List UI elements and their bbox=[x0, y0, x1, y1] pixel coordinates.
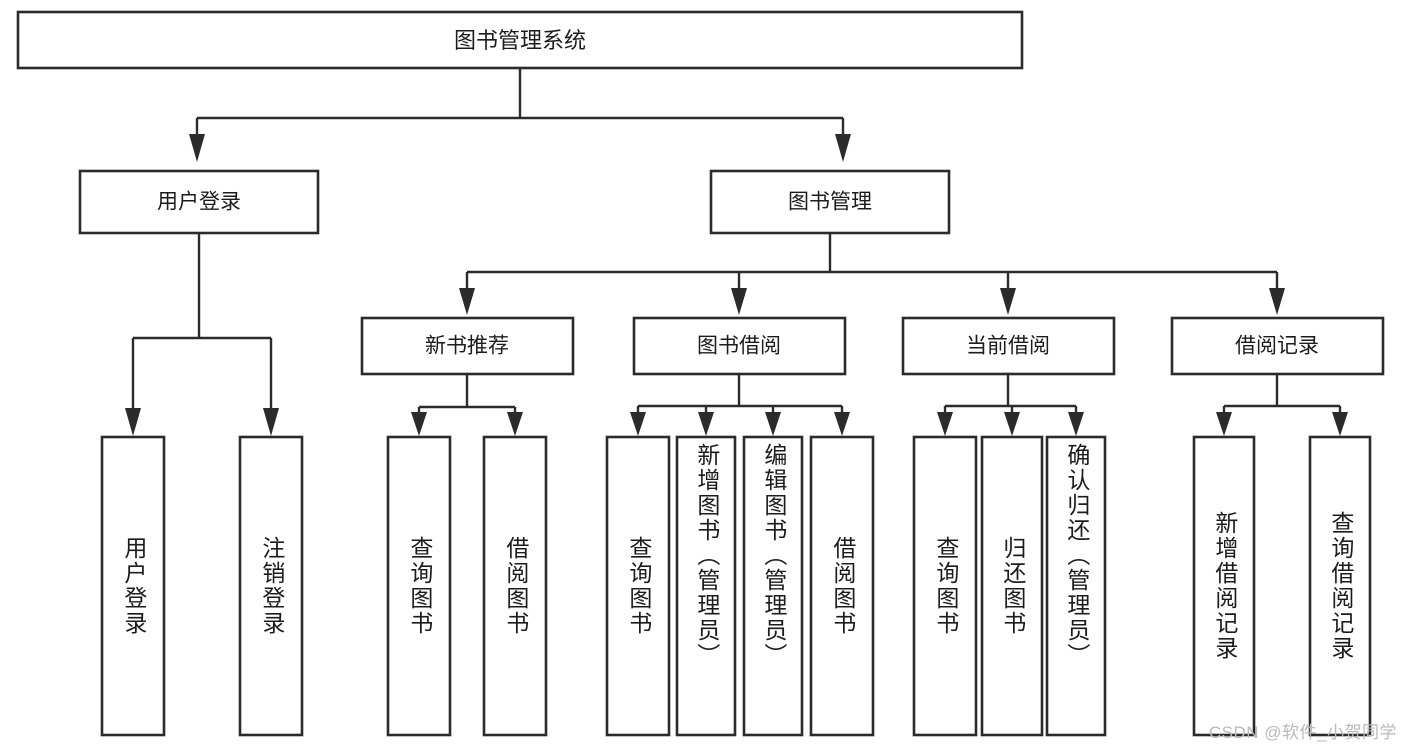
node-book-management-label: 图书管理 bbox=[788, 191, 872, 214]
arrow-head-icon bbox=[731, 288, 747, 315]
arrow-head-icon bbox=[835, 134, 851, 162]
node-borrow-record-label: 借阅记录 bbox=[1235, 335, 1319, 358]
node-current-borrow-box[interactable] bbox=[901, 316, 1116, 376]
leaf-box-borrow-record-2[interactable] bbox=[1308, 435, 1372, 737]
leaf-box-new-book-1[interactable] bbox=[386, 435, 452, 737]
node-current-borrow[interactable]: 当前借阅 bbox=[901, 316, 1116, 376]
arrow-head-icon bbox=[459, 288, 475, 315]
arrow-head-icon bbox=[834, 412, 850, 436]
arrow-head-icon bbox=[1000, 288, 1016, 315]
node-root-box[interactable] bbox=[16, 10, 1024, 70]
node-current-borrow-label: 当前借阅 bbox=[966, 335, 1050, 358]
leaf-box-current-borrow-1[interactable] bbox=[912, 435, 978, 737]
arrow-head-icon bbox=[507, 412, 523, 436]
connector-borrow-record-to-leaves bbox=[1216, 374, 1348, 436]
leaf-box-user-login-1[interactable] bbox=[100, 435, 166, 737]
leaf-box-current-borrow-2[interactable] bbox=[980, 435, 1044, 737]
arrow-head-icon bbox=[263, 408, 279, 436]
connector-book-borrow-to-leaves bbox=[630, 374, 850, 436]
node-root-label: 图书管理系统 bbox=[454, 28, 586, 53]
node-book-management[interactable]: 图书管理 bbox=[709, 169, 951, 235]
node-new-book-recommend-label: 新书推荐 bbox=[425, 335, 509, 358]
connector-new-book-recommend-to-leaves bbox=[411, 374, 523, 436]
arrow-head-icon bbox=[698, 412, 714, 436]
leaf-box-book-borrow-1[interactable] bbox=[605, 435, 671, 737]
arrow-head-icon bbox=[411, 412, 427, 436]
node-book-borrow-label: 图书借阅 bbox=[697, 335, 781, 358]
node-user-login[interactable]: 用户登录 bbox=[78, 169, 320, 235]
arrow-head-icon bbox=[125, 408, 141, 436]
node-user-login-label: 用户登录 bbox=[157, 191, 241, 214]
arrow-head-icon bbox=[1216, 412, 1232, 436]
arrow-head-icon bbox=[1332, 412, 1348, 436]
arrow-head-icon bbox=[1004, 412, 1020, 436]
node-borrow-record[interactable]: 借阅记录 bbox=[1170, 316, 1385, 376]
arrow-head-icon bbox=[1269, 288, 1285, 315]
watermark-text: CSDN @软件_小贺同学 bbox=[1208, 723, 1397, 742]
arrow-head-icon bbox=[1068, 412, 1084, 436]
leaf-box-new-book-2[interactable] bbox=[482, 435, 548, 737]
node-new-book-recommend[interactable]: 新书推荐 bbox=[360, 316, 575, 376]
leaf-box-book-borrow-2[interactable] bbox=[675, 435, 737, 737]
leaf-box-borrow-record-1[interactable] bbox=[1192, 435, 1256, 737]
connector-book-management-to-level2 bbox=[459, 233, 1285, 315]
node-user-login-box[interactable] bbox=[78, 169, 320, 235]
node-root[interactable]: 图书管理系统 bbox=[16, 10, 1024, 70]
leaf-box-book-borrow-4[interactable] bbox=[809, 435, 875, 737]
connector-root-to-level1 bbox=[189, 68, 851, 162]
node-book-borrow[interactable]: 图书借阅 bbox=[632, 316, 847, 376]
arrow-head-icon bbox=[630, 412, 646, 436]
node-new-book-recommend-box[interactable] bbox=[360, 316, 575, 376]
arrow-head-icon bbox=[189, 134, 205, 162]
arrow-head-icon bbox=[937, 412, 953, 436]
arrow-head-icon bbox=[765, 412, 781, 436]
connector-current-borrow-to-leaves bbox=[937, 374, 1084, 436]
leaf-box-book-borrow-3[interactable] bbox=[742, 435, 804, 737]
leaf-box-current-borrow-3[interactable] bbox=[1045, 435, 1107, 737]
connector-user-login-to-leaves bbox=[125, 233, 279, 436]
leaf-box-user-login-2[interactable] bbox=[238, 435, 304, 737]
